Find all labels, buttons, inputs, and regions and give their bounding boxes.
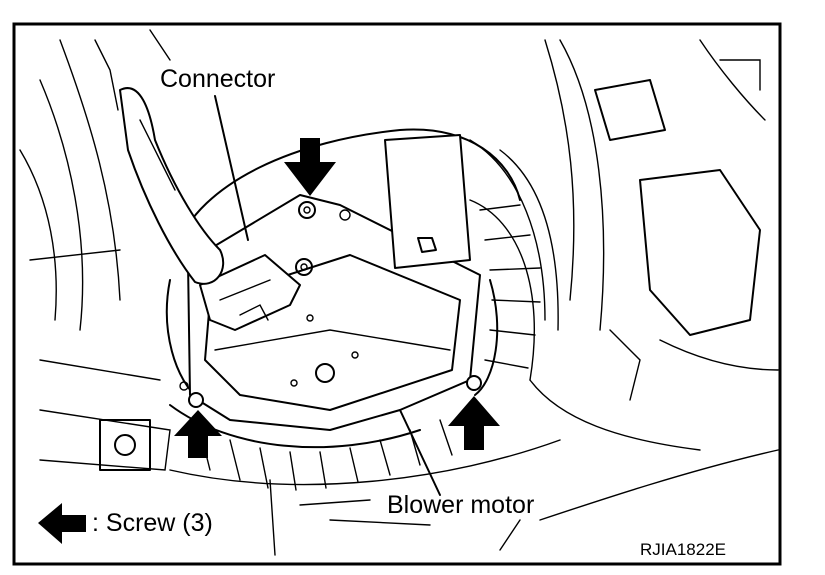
- figure-code: RJIA1822E: [640, 540, 726, 559]
- arrow-icon: [284, 138, 336, 196]
- arrow-icon: [448, 396, 500, 450]
- connector-leader-line: [214, 95, 249, 241]
- blower-motor-label: Blower motor: [387, 491, 534, 519]
- arrow-icon: [174, 410, 222, 458]
- screw-legend-label: : Screw (3): [92, 509, 213, 537]
- connector-label: Connector: [160, 65, 275, 93]
- mechanical-drawing: [19, 29, 779, 556]
- blower-motor-leader-line: [399, 409, 441, 496]
- left-arrow-icon: [38, 503, 86, 544]
